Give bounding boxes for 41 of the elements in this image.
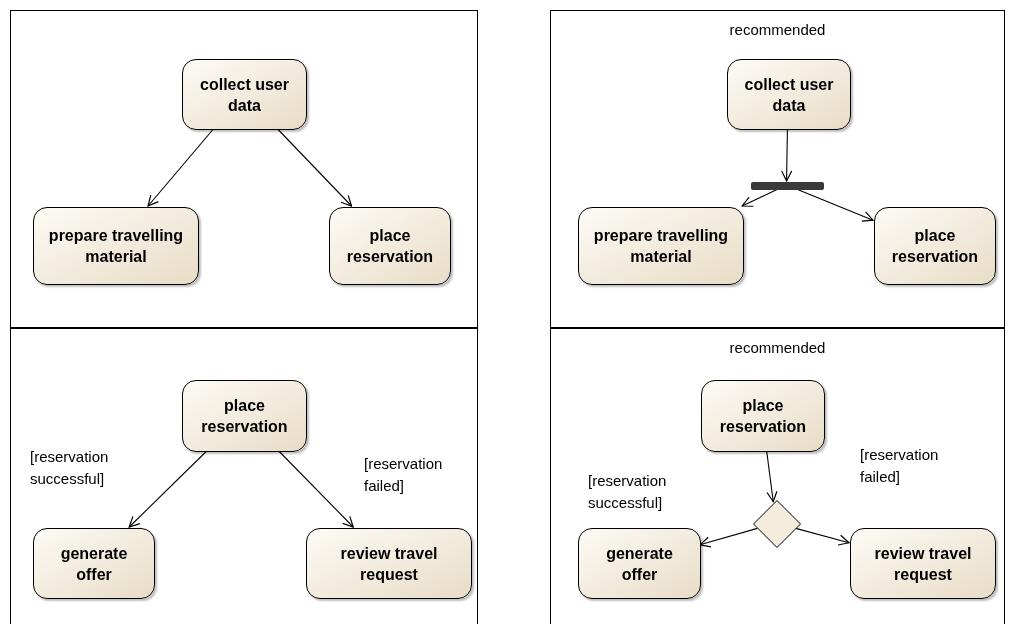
- activity-box: [182, 59, 307, 130]
- activity-label: collect user data: [743, 74, 835, 116]
- arrow: [278, 450, 354, 528]
- panel: [550, 328, 1005, 624]
- panel: [10, 10, 478, 328]
- activity-label: collect user data: [199, 74, 290, 116]
- fork-bar: [751, 182, 824, 190]
- activity-label: place reservation: [345, 226, 435, 267]
- panel: [550, 10, 1005, 328]
- activity-label: place reservation: [200, 396, 289, 437]
- arrow: [794, 527, 850, 546]
- activity-box: [329, 207, 451, 285]
- arrow: [128, 450, 208, 528]
- arrow: [766, 450, 778, 503]
- activity-label: generate offer: [59, 543, 129, 585]
- arrow: [781, 128, 793, 182]
- activity-label: prepare travelling material: [592, 226, 730, 267]
- activity-box: [33, 528, 155, 599]
- activity-label: review travel request: [339, 543, 439, 585]
- activity-box: [701, 380, 825, 452]
- activity-box: [850, 528, 996, 599]
- activity-label: review travel request: [873, 543, 973, 585]
- arrow: [147, 128, 214, 207]
- arrow: [741, 188, 779, 207]
- activity-label: place reservation: [890, 226, 980, 267]
- arrow: [277, 128, 353, 207]
- activity-box: [578, 207, 744, 285]
- panel-heading: recommended: [729, 20, 826, 40]
- panel: [10, 328, 478, 624]
- activity-box: [182, 380, 307, 452]
- arrow: [699, 527, 758, 548]
- panel-heading: recommended: [729, 338, 826, 358]
- activity-box: [727, 59, 851, 130]
- activity-box: [874, 207, 996, 285]
- activity-box: [33, 207, 199, 285]
- activity-box: [578, 528, 701, 599]
- activity-label: generate offer: [605, 543, 674, 585]
- decision-diamond: [753, 500, 801, 548]
- activity-label: prepare travelling material: [47, 226, 185, 267]
- activity-label: place reservation: [718, 396, 808, 437]
- activity-box: [306, 528, 472, 599]
